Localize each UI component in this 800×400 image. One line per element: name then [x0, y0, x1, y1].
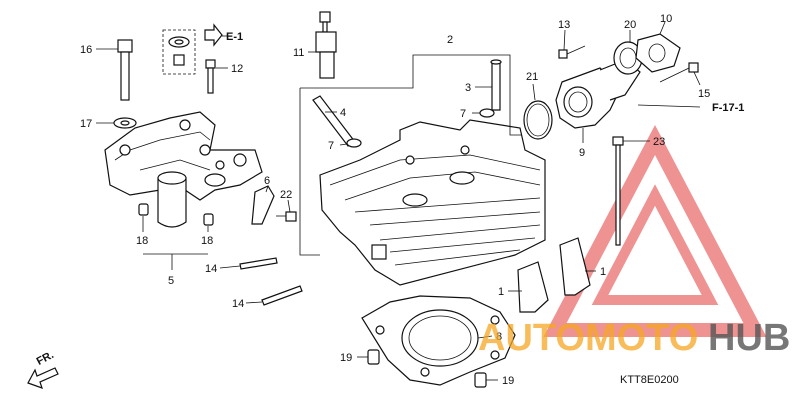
stud-14a [239, 257, 278, 270]
diagram-code: KTT8E0200 [620, 374, 679, 386]
callout-3: 3 [465, 82, 471, 94]
bolt-15 [659, 62, 699, 83]
bolt-16 [117, 39, 133, 101]
ref-f17-1: F-17-1 [712, 102, 744, 114]
bolt-13 [558, 45, 586, 59]
o-ring-7a [346, 138, 362, 148]
callout-19a: 19 [340, 352, 352, 364]
stud-14b [261, 285, 303, 306]
watermark-logo-icon [543, 124, 767, 337]
tensioner-6 [251, 185, 275, 225]
bolt-22 [276, 211, 297, 222]
callout-2: 2 [447, 34, 453, 46]
front-arrow-icon [27, 367, 59, 389]
callout-18a: 18 [136, 235, 148, 247]
callout-labels: 16 17 12 18 18 5 6 22 11 2 3 4 7 7 21 13… [80, 13, 710, 387]
dowel-pin-19b [474, 372, 487, 388]
callout-15: 15 [698, 88, 710, 100]
head-gasket-8 [361, 295, 516, 386]
dowel-pin-18b [203, 213, 214, 226]
leader-lines [96, 21, 701, 381]
gasket-10 [635, 33, 681, 73]
callout-16: 16 [80, 44, 92, 56]
callout-22: 22 [280, 189, 292, 201]
rocker-arm-holder [104, 111, 263, 201]
cam-chain-guide-1a [517, 261, 549, 313]
dowel-pin-18a [138, 203, 149, 216]
camshaft-cylinder [157, 171, 187, 228]
callout-7b: 7 [460, 108, 466, 120]
callout-23: 23 [653, 136, 665, 148]
o-ring-21 [523, 100, 553, 140]
o-ring-7b [479, 108, 495, 118]
callout-5: 5 [168, 275, 174, 287]
callout-8: 8 [496, 331, 502, 343]
ref-arrow-e1-icon [204, 23, 223, 47]
callout-6: 6 [264, 175, 270, 187]
ref-e1: E-1 [226, 31, 243, 43]
front-label: FR. [35, 349, 56, 368]
watermark-text: AUTOMOTO HUB [478, 317, 790, 359]
callout-20: 20 [624, 19, 636, 31]
callout-11: 11 [293, 47, 304, 59]
cylinder-head [319, 119, 546, 286]
callout-1a: 1 [498, 286, 504, 298]
callout-21: 21 [526, 71, 538, 83]
callout-4: 4 [340, 107, 346, 119]
washer-17 [113, 117, 137, 129]
callout-18b: 18 [201, 235, 213, 247]
callout-14b: 14 [232, 298, 244, 310]
valve-guide-3 [490, 59, 502, 111]
callout-12: 12 [231, 63, 243, 75]
oil-seal-e1 [162, 29, 196, 75]
stud-bolt-23 [612, 136, 624, 246]
callout-13: 13 [558, 19, 570, 31]
callout-14a: 14 [205, 263, 217, 275]
callout-1b: 1 [600, 266, 606, 278]
callout-17: 17 [80, 118, 92, 130]
cam-chain-guide-1b [559, 237, 591, 296]
dowel-pin-19a [367, 349, 380, 365]
bolt-12 [205, 59, 216, 94]
callout-19b: 19 [502, 375, 514, 387]
spark-plug-11 [315, 11, 337, 79]
watermark-brand-b: HUB [708, 317, 790, 359]
watermark-brand-a: AUTOMOTO [478, 317, 698, 359]
group-bracket-2 [299, 54, 522, 256]
valve-guide-4 [312, 95, 356, 147]
callout-10: 10 [660, 13, 672, 25]
callout-7a: 7 [328, 140, 334, 152]
callout-9: 9 [579, 147, 585, 159]
